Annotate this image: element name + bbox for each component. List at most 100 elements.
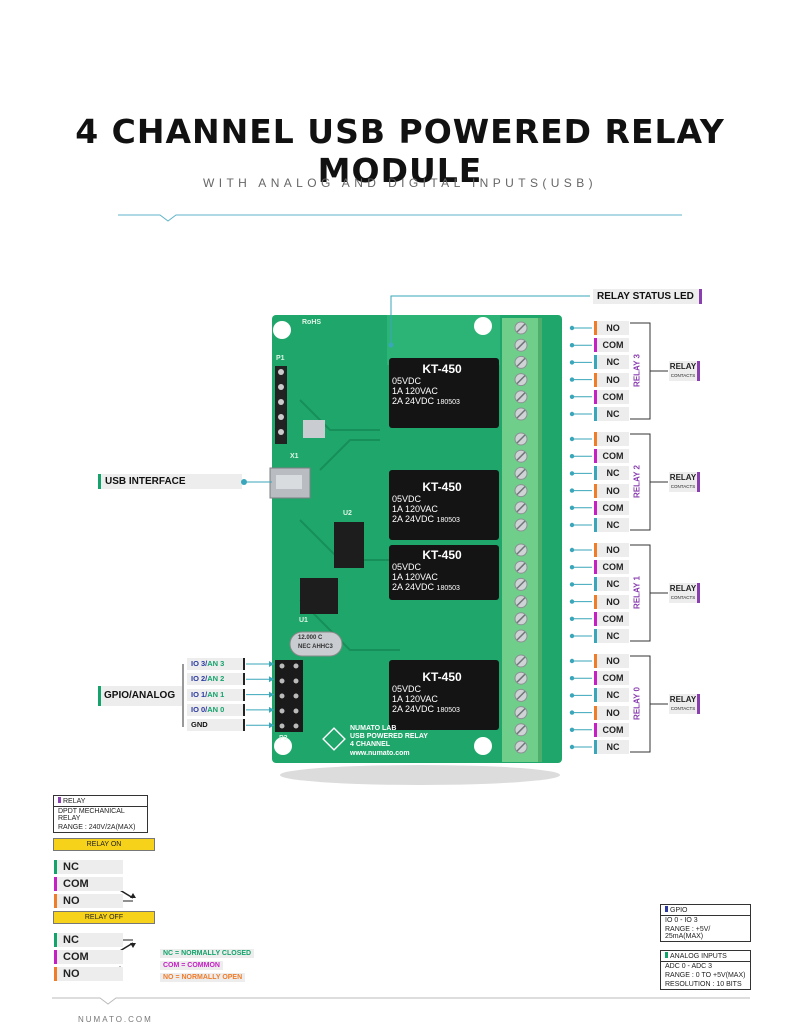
relay-contacts-sub: CONTACTS	[670, 373, 696, 378]
terminal-block	[502, 318, 542, 762]
gpio-an-text: AN 1	[207, 689, 225, 699]
relay-spec-header: RELAY	[54, 796, 147, 807]
terminal-arrow-dot	[569, 394, 575, 399]
page-subtitle: WITH ANALOG AND DIGITAL INPUTS(USB)	[202, 176, 598, 190]
terminal-arrow-dot	[569, 693, 575, 698]
relay-line-3: 2A 24VDC 180503	[392, 396, 492, 406]
relay-off-bar: RELAY OFF	[53, 911, 155, 924]
gpio-arrow-head	[269, 661, 274, 667]
terminal-arrow-dot	[569, 633, 575, 639]
crystal-text-1: 12.000 C	[298, 635, 323, 641]
terminal-arrow-dot	[569, 727, 575, 732]
u1-label: U1	[299, 617, 308, 624]
relay-group-name: RELAY 0	[632, 687, 642, 720]
gpio-pin-label: IO 2/AN 2	[187, 673, 245, 686]
relay-3-terminal-nc: NC	[594, 407, 629, 421]
relay-line-1: 05VDC	[392, 376, 422, 386]
relay-line-3-text: 2A 24VDC	[392, 582, 435, 592]
relay-3-terminal-com: COM	[594, 389, 629, 404]
relay-spec-header-text: RELAY	[63, 798, 86, 805]
relay-1-terminal-nc: NC	[594, 577, 629, 592]
analog-spec-header-text: ANALOG INPUTS	[670, 953, 727, 960]
status-led-label-bar	[699, 289, 702, 304]
relay-contacts-title: RELAY	[669, 695, 697, 704]
relay-0-terminal-no: NO	[594, 654, 629, 668]
relay-terminal-arrows	[569, 322, 668, 753]
relay-1-terminal-no: NO	[594, 543, 629, 557]
relay-0-terminal-com: COM	[594, 722, 629, 737]
gpio-arrow-head	[269, 691, 274, 698]
switch-on-no: NO	[54, 894, 123, 908]
gpio-pin-label: IO 1/AN 1	[187, 688, 245, 701]
relay-spec-marker	[58, 797, 61, 803]
terminal-screw-slot	[516, 631, 526, 641]
crystal-text-2: NEC AHHC3	[298, 644, 333, 650]
terminal-arrow-dot	[569, 454, 575, 459]
switch-on-nc: NC	[54, 860, 123, 874]
relay-1-terminal-com: COM	[594, 611, 629, 626]
footer-divider	[52, 997, 750, 1005]
gpio-an-text: AN 0	[207, 704, 225, 714]
legend-nc: NC = NORMALLY CLOSED	[160, 949, 255, 958]
terminal-screw-slot	[516, 392, 526, 402]
relay-3-terminal-nc: NC	[594, 355, 629, 370]
ic-u1	[300, 578, 338, 614]
relay-2-terminal-com: COM	[594, 449, 629, 464]
analog-spec-box: ANALOG INPUTS ADC 0 - ADC 3 RANGE : 0 TO…	[660, 950, 751, 990]
relay-line-2: 1A 120VAC	[392, 572, 438, 582]
gpio-header	[275, 660, 303, 732]
status-led-line	[390, 295, 590, 345]
terminal-arrow-dot	[569, 360, 575, 365]
terminal-screw-slot	[516, 725, 526, 735]
brand-line-2: USB POWERED RELAY	[350, 733, 428, 740]
relay-0-terminal-nc: NC	[594, 688, 629, 703]
relay-1-terminal-no: NO	[594, 594, 629, 609]
terminal-screw-slot	[516, 375, 526, 385]
analog-spec-line-2: RANGE : 0 TO +5V(MAX)	[665, 972, 746, 979]
gpio-analog-label: GPIO/ANALOG	[104, 690, 176, 701]
gpio-io-text: IO 0/	[191, 704, 208, 714]
x1-label: X1	[290, 453, 299, 460]
relay-contacts-sub: CONTACTS	[670, 595, 696, 600]
gpio-spec-header-text: GPIO	[670, 907, 688, 914]
status-led-label: RELAY STATUS LED	[597, 291, 694, 302]
gpio-pin-label: GND	[187, 719, 245, 732]
terminal-screw-slot	[516, 340, 526, 350]
ic-u2	[334, 522, 364, 568]
gpio-arrows	[246, 661, 274, 729]
relay-0-body	[389, 660, 499, 730]
relay-2-terminal-no: NO	[594, 483, 629, 498]
brand-line-1: NUMATO LAB	[350, 725, 397, 732]
usb-callout-dot	[241, 479, 247, 485]
terminal-arrow-dot	[569, 343, 575, 348]
switch-on-com: COM	[54, 877, 123, 891]
relay-group-name: RELAY 2	[632, 465, 642, 498]
terminal-screw-slot	[516, 579, 526, 589]
analog-spec-header: ANALOG INPUTS	[661, 951, 750, 962]
relay-line-3-text: 2A 24VDC	[392, 396, 435, 406]
relay-group-name: RELAY 1	[632, 576, 642, 609]
terminal-arrow-dot	[569, 377, 575, 382]
relay-contacts-sub: CONTACTS	[670, 706, 696, 711]
relay-spec-line-2: RANGE : 240V/2A(MAX)	[58, 824, 136, 831]
terminal-arrow-dot	[569, 547, 575, 553]
relay-code: 180503	[436, 517, 460, 524]
analog-spec-line-3: RESOLUTION : 10 BITS	[665, 981, 742, 988]
switch-off-com: COM	[54, 950, 123, 964]
terminal-arrow-dot	[569, 488, 575, 493]
gpio-io-text: IO 1/	[191, 689, 208, 699]
icsp-header	[275, 366, 287, 444]
terminal-screw-slot	[516, 690, 526, 700]
gpio-label-bar	[98, 686, 101, 706]
relay-3-text: KT-450 05VDC 1A 120VAC 2A 24VDC 180503	[392, 362, 492, 406]
usb-connector	[269, 467, 311, 499]
rohs-mark: RoHS	[302, 319, 322, 326]
terminal-screw-slot	[516, 708, 526, 718]
relay-model: KT-450	[422, 670, 462, 684]
usb-interface-label: USB INTERFACE	[105, 476, 186, 487]
status-led-dot	[388, 342, 394, 348]
terminal-screw-slot	[516, 545, 526, 555]
relay-line-2: 1A 120VAC	[392, 504, 438, 514]
